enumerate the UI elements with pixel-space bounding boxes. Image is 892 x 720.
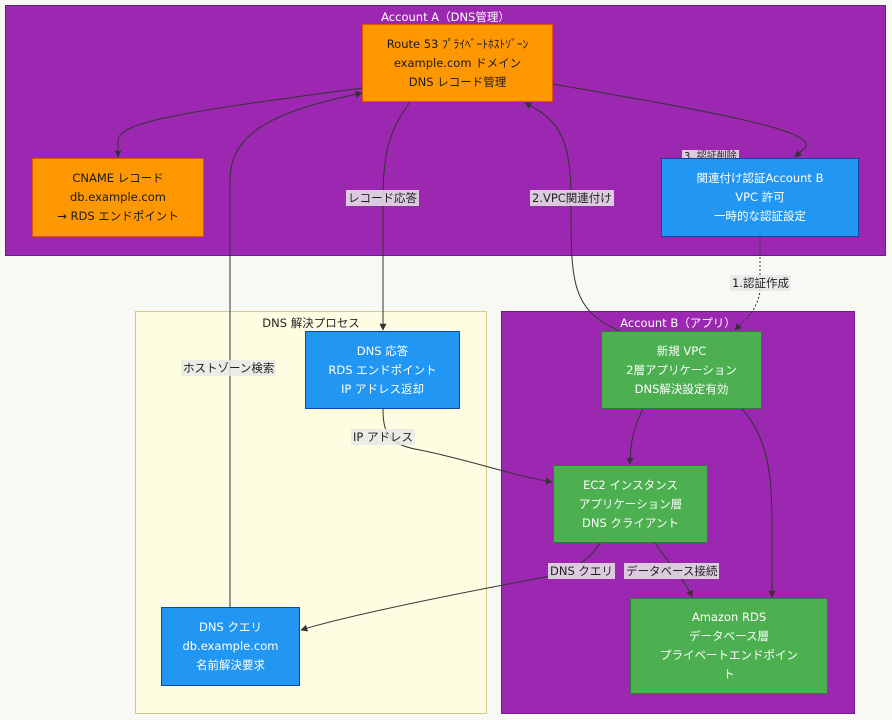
vpc-line-3: DNS解決設定有効 [634,381,729,396]
route53-line-1: Route 53 ﾌﾟﾗｲﾍﾞｰﾄﾎｽﾄｿﾞｰﾝ [386,36,529,51]
cname-record-node[interactable]: CNAME レコード db.example.com → RDS エンドポイント [32,158,204,237]
dnsresp-line-1: DNS 応答 [356,343,409,358]
edge-label-hosted-zone-search: ホストゾーン検索 [181,360,277,376]
new-vpc-node[interactable]: 新規 VPC 2層アプリケーション DNS解決設定有効 [601,331,762,409]
ec2-line-1: EC2 インスタンス [583,477,678,492]
dnsresp-line-2: RDS エンドポイント [328,362,437,377]
edge-label-auth-create: 1.認証作成 [730,275,791,291]
auth-line-2: VPC 許可 [735,190,785,204]
route53-node[interactable]: Route 53 ﾌﾟﾗｲﾍﾞｰﾄﾎｽﾄｿﾞｰﾝ example.com ドメイ… [362,24,553,102]
dns-process-title: DNS 解決プロセス [262,316,360,330]
rds-line-2: データベース層 [689,629,769,643]
route53-line-2: example.com ドメイン [393,55,522,70]
auth-line-3: 一時的な認証設定 [714,209,806,223]
account-a-title: Account A（DNS管理） [381,10,510,24]
dns-response-node[interactable]: DNS 応答 RDS エンドポイント IP アドレス返却 [305,331,460,409]
edge-label-vpc-associate: 2.VPC関連付け [530,190,614,206]
ec2-instance-node[interactable]: EC2 インスタンス アプリケーション層 DNS クライアント [553,465,708,543]
edge-label-ip-address: IP アドレス [351,429,415,445]
association-auth-node[interactable]: 関連付け認証Account B VPC 許可 一時的な認証設定 [661,158,859,237]
dnsq-line-3: 名前解決要求 [196,658,265,672]
cname-line-2: db.example.com [70,190,166,204]
ec2-line-3: DNS クライアント [582,515,679,530]
amazon-rds-node[interactable]: Amazon RDS データベース層 プライベートエンドポイン ト [630,598,828,694]
dnsq-line-2: db.example.com [182,639,279,653]
ec2-line-2: アプリケーション層 [578,496,683,511]
edge-label-record-response: レコード応答 [346,190,419,206]
rds-line-4: ト [723,667,735,681]
edge-label-db-connect: データベース接続 [624,563,720,579]
edge-label-dns-query: DNS クエリ [548,563,615,579]
rds-line-1: Amazon RDS [691,610,767,624]
route53-line-3: DNS レコード管理 [408,74,507,89]
cname-line-3: → RDS エンドポイント [57,209,179,223]
auth-line-1: 関連付け認証Account B [696,171,824,185]
cname-line-1: CNAME レコード [72,171,164,185]
account-b-title: Account B（アプリ） [620,316,736,330]
edge-label-auth-delete: 3. 認証削除 [682,150,739,158]
rds-line-3: プライベートエンドポイン [660,648,798,662]
vpc-line-1: 新規 VPC [656,343,707,358]
dnsq-line-1: DNS クエリ [199,620,262,634]
vpc-line-2: 2層アプリケーション [626,362,737,377]
dns-query-node[interactable]: DNS クエリ db.example.com 名前解決要求 [161,607,300,686]
dnsresp-line-3: IP アドレス返却 [341,381,424,396]
